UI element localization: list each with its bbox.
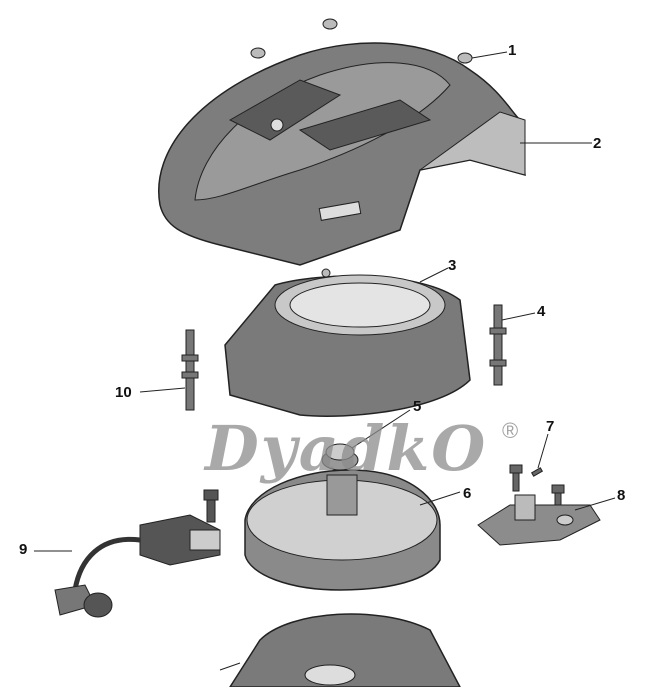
part-crankcase-partial[interactable] xyxy=(229,613,461,687)
callout-3: 3 xyxy=(448,257,457,274)
part-flywheel-nut[interactable] xyxy=(321,443,359,471)
part-stud-right[interactable] xyxy=(489,304,507,386)
part-nuts[interactable] xyxy=(250,18,473,64)
registered-mark: ® xyxy=(502,418,519,443)
callout-10: 10 xyxy=(115,384,132,401)
leader-lines xyxy=(34,51,616,671)
part-blower-housing[interactable] xyxy=(224,268,471,417)
part-shroud-cover[interactable] xyxy=(158,42,526,266)
callout-2: 2 xyxy=(593,135,602,152)
callout-1: 1 xyxy=(508,42,517,59)
callout-4: 4 xyxy=(537,303,546,320)
part-stud-left[interactable] xyxy=(181,329,199,411)
callout-7: 7 xyxy=(546,418,555,435)
part-flywheel[interactable] xyxy=(244,469,441,591)
part-screw[interactable] xyxy=(203,489,219,523)
callout-5: 5 xyxy=(413,398,422,415)
part-bracket-assembly[interactable] xyxy=(477,494,601,546)
watermark-logo: DyadkO xyxy=(205,412,488,485)
callout-8: 8 xyxy=(617,487,626,504)
callout-6: 6 xyxy=(463,485,472,502)
part-ignition-coil[interactable] xyxy=(54,514,221,618)
part-spring-screws[interactable] xyxy=(509,464,565,512)
callout-9: 9 xyxy=(19,541,28,558)
